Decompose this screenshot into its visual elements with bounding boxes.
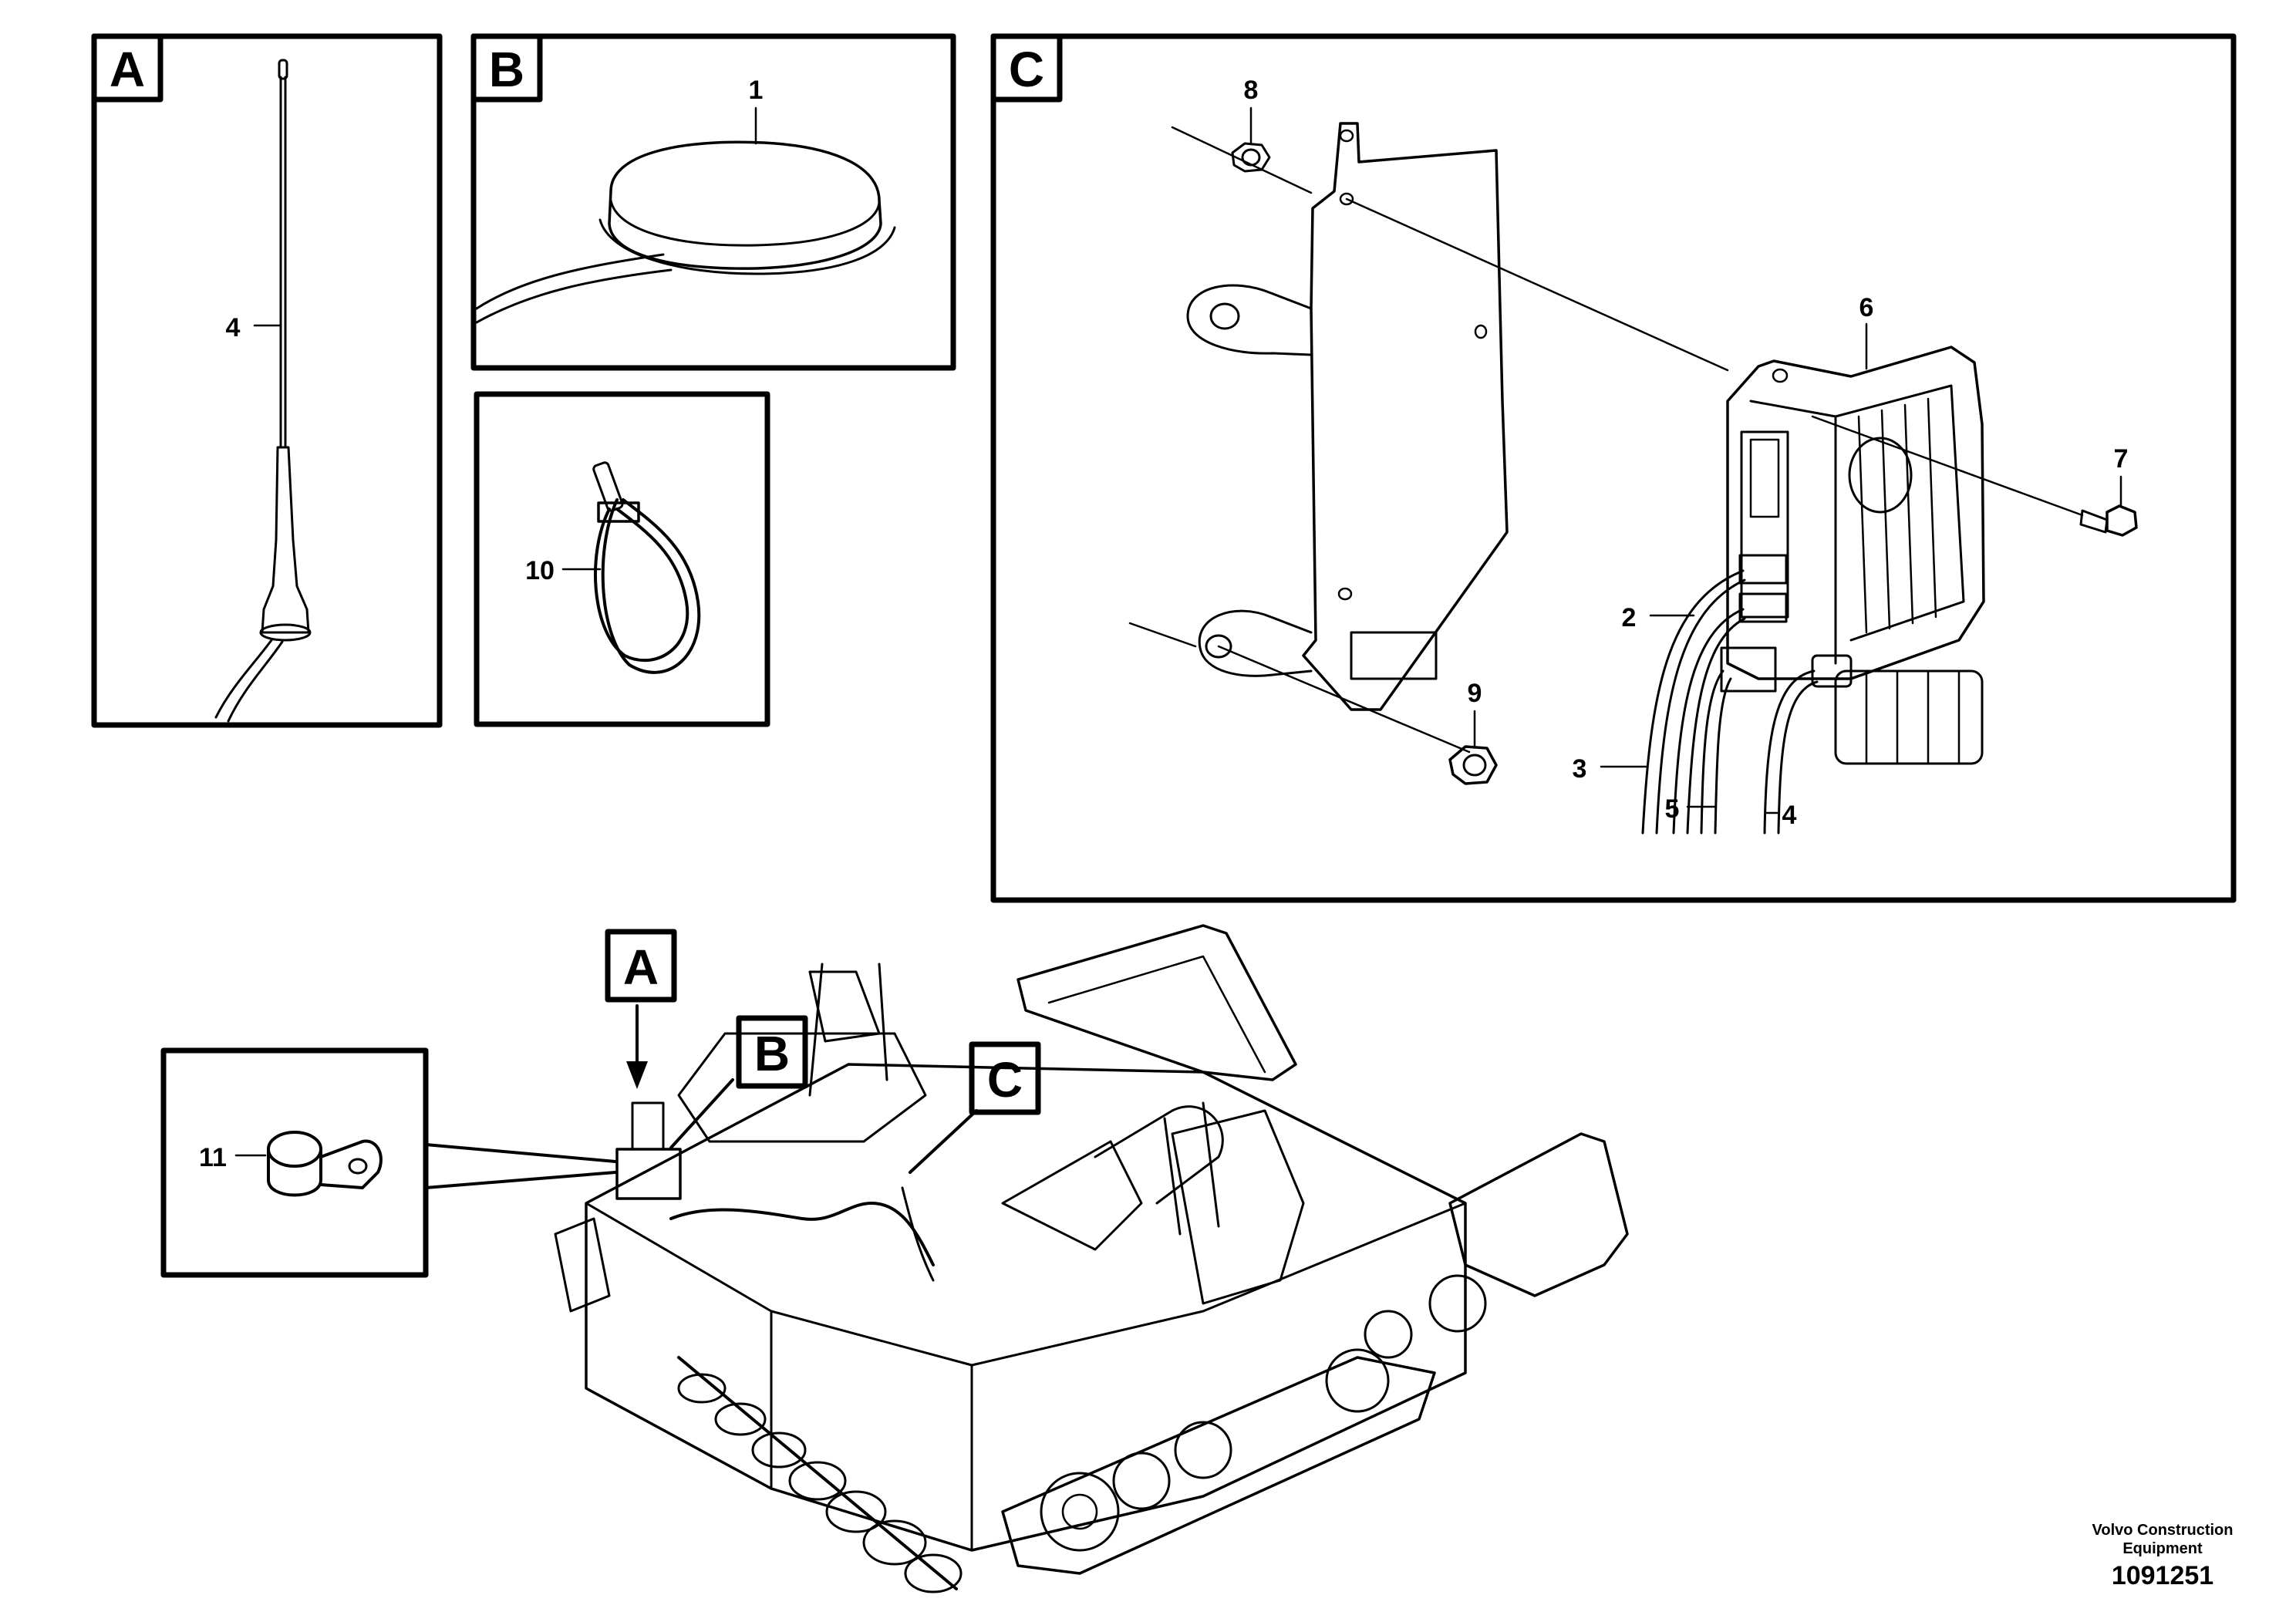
- puck-antenna: [475, 140, 896, 324]
- company-name-line1: Volvo Construction: [2092, 1522, 2234, 1539]
- rod-antenna: [214, 59, 312, 723]
- callout-3: 3: [1573, 754, 1587, 784]
- flag-c-box: [969, 1041, 1041, 1115]
- footer: Volvo Construction Equipment 1091251: [2092, 1522, 2234, 1590]
- panel-cable-tie: 10: [474, 391, 770, 727]
- flag-a-letter: A: [623, 939, 659, 995]
- panel-b-letter-box: [470, 33, 543, 103]
- mounting-bracket: [1186, 122, 1509, 711]
- callout-10: 10: [525, 556, 555, 585]
- axis-line: [1811, 415, 2084, 517]
- flag-b-letter: B: [754, 1026, 790, 1081]
- p-clamp: [267, 1131, 383, 1197]
- cable-harness: [1641, 569, 1819, 835]
- callout-1: 1: [749, 76, 764, 105]
- callout-4-panel-a: 4: [226, 313, 241, 342]
- callout-2: 2: [1622, 603, 1637, 632]
- crawler-track: [1001, 1274, 1487, 1575]
- flange-nut: [1231, 142, 1271, 173]
- flag-c-pointer: [909, 1109, 978, 1174]
- cable-tie: [592, 461, 701, 674]
- callout-9: 9: [1468, 679, 1482, 708]
- panel-c: C: [990, 33, 2237, 903]
- axis-line: [1128, 622, 1197, 648]
- asphalt-paver: [554, 924, 1629, 1593]
- axis-line: [1171, 126, 1313, 194]
- bolt: [2079, 504, 2138, 537]
- panel-clamp: 11: [160, 1047, 429, 1278]
- panel-c-letter: C: [1009, 42, 1044, 97]
- control-unit: [1720, 346, 1985, 765]
- company-name-line2: Equipment: [2122, 1540, 2203, 1557]
- auger: [677, 1356, 963, 1593]
- drawing-number: 1091251: [2112, 1561, 2213, 1590]
- clamp-pointer: [424, 1143, 617, 1189]
- panel-c-letter-box: [990, 33, 1063, 103]
- panel-b-letter: B: [489, 42, 524, 97]
- panel-a-letter-box: [91, 33, 164, 103]
- panel-b: B 1: [470, 33, 956, 371]
- callout-4-panel-c: 4: [1782, 801, 1797, 830]
- callout-6: 6: [1859, 293, 1874, 322]
- panel-a-letter: A: [110, 42, 145, 97]
- flag-b-box: [736, 1015, 808, 1089]
- callout-8: 8: [1244, 76, 1259, 105]
- callout-7: 7: [2114, 444, 2129, 474]
- hex-nut: [1448, 745, 1498, 785]
- flag-a-arrowhead: [626, 1061, 648, 1089]
- callout-11: 11: [199, 1143, 227, 1172]
- axis-line: [1217, 645, 1471, 754]
- panel-a: A 4: [91, 33, 443, 728]
- callout-5: 5: [1665, 794, 1680, 824]
- flag-b-pointer: [669, 1078, 734, 1149]
- axis-line: [1345, 197, 1729, 372]
- flag-a-box: [605, 929, 677, 1003]
- flag-c-letter: C: [987, 1052, 1023, 1108]
